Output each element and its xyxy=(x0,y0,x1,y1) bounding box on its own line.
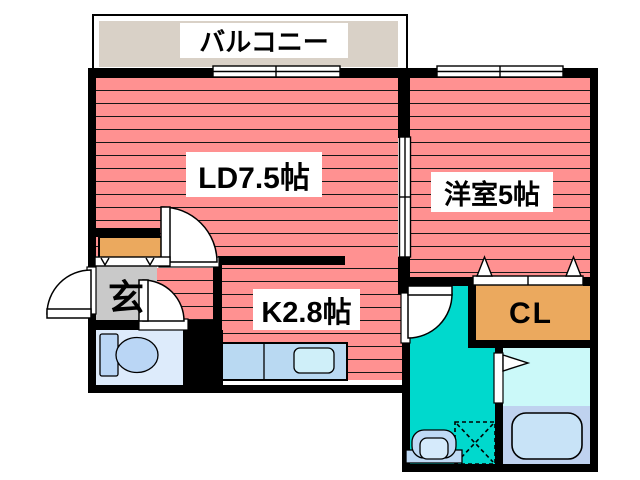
wall-closet-left xyxy=(468,277,476,340)
wall-ld-west-lower xyxy=(398,257,410,294)
wall-wash-left xyxy=(402,338,410,385)
wall-toilet-top-right xyxy=(187,320,213,330)
bathtub-platform xyxy=(503,406,590,464)
wall-wash-bath xyxy=(495,348,503,464)
wall-ld-west-upper xyxy=(398,78,410,138)
kitchen-label: K2.8帖 xyxy=(253,289,360,330)
sliding-door-icon xyxy=(398,136,412,258)
wall-step xyxy=(402,380,410,472)
wall-west-bottom xyxy=(410,277,476,286)
wall-toilet-kitchen xyxy=(183,330,223,385)
wall-bottom-right xyxy=(402,464,598,472)
wall-bottom-left xyxy=(88,385,410,393)
entrance-door-icon xyxy=(46,269,92,319)
doorway-washroom xyxy=(400,292,411,344)
western-room-label: 洋室5帖 xyxy=(431,172,553,212)
wall-closet-bottom xyxy=(468,340,593,348)
wall-toilet-top-left xyxy=(95,320,142,330)
entrance-label: 玄 xyxy=(107,277,144,318)
wall-west-bottom-right xyxy=(583,277,590,286)
balcony-label: バルコニー xyxy=(180,23,348,58)
room-washroom xyxy=(410,283,468,464)
wall-ld-kitchen xyxy=(218,256,345,265)
wall-corridor-right xyxy=(213,257,222,330)
room-toilet xyxy=(95,330,183,385)
hall-corridor xyxy=(157,268,213,320)
room-bathroom-floor xyxy=(503,348,590,406)
room-washroom-lower xyxy=(468,348,495,464)
living-dining-label: LD7.5帖 xyxy=(186,152,322,197)
wall-right xyxy=(590,68,598,472)
wall-top xyxy=(88,68,598,78)
doorway-toilet xyxy=(138,318,189,331)
shoe-cabinet xyxy=(98,236,172,261)
closet-label: CL xyxy=(509,297,553,330)
wall-entrance-top xyxy=(88,228,160,237)
room-closet xyxy=(476,285,590,340)
